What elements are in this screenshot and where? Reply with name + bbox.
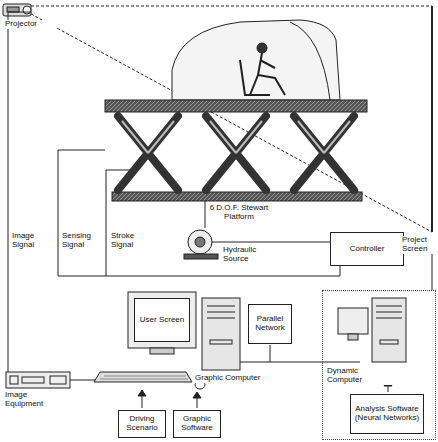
- node-text: Dynamic Computer: [327, 367, 393, 385]
- node-text: Parallel Network: [252, 315, 288, 333]
- text-label: Project Screen: [401, 236, 437, 254]
- node-text: Analysis Software (Neural Networks): [354, 405, 420, 423]
- node-text: User Screen: [140, 316, 184, 325]
- node-text: Driving Scenario: [122, 415, 162, 433]
- input-box: Driving Scenario: [118, 410, 166, 438]
- network-box: Parallel Network: [248, 304, 292, 344]
- text-label: Projector: [4, 20, 56, 29]
- controller-box: Controller: [330, 232, 404, 266]
- monitor-screen: User Screen: [134, 298, 190, 342]
- text-label: Image Equipment: [4, 391, 66, 409]
- text-label: Graphic Computer: [194, 374, 276, 383]
- dynamic-region: Dynamic ComputerAnalysis Software (Neura…: [322, 290, 436, 440]
- text-label: 6 D.O.F. Stewart Platform: [206, 204, 272, 222]
- text-label: Stroke Signal: [110, 232, 146, 250]
- node-text: Controller: [350, 245, 385, 254]
- node-text: Graphic Software: [177, 415, 217, 433]
- text-label: Sensing Signal: [61, 232, 99, 250]
- software-box: Analysis Software (Neural Networks): [350, 394, 424, 434]
- input-box: Graphic Software: [173, 410, 221, 438]
- text-label: Image Signal: [11, 232, 43, 250]
- text-label: Hydraulic Source: [222, 246, 274, 264]
